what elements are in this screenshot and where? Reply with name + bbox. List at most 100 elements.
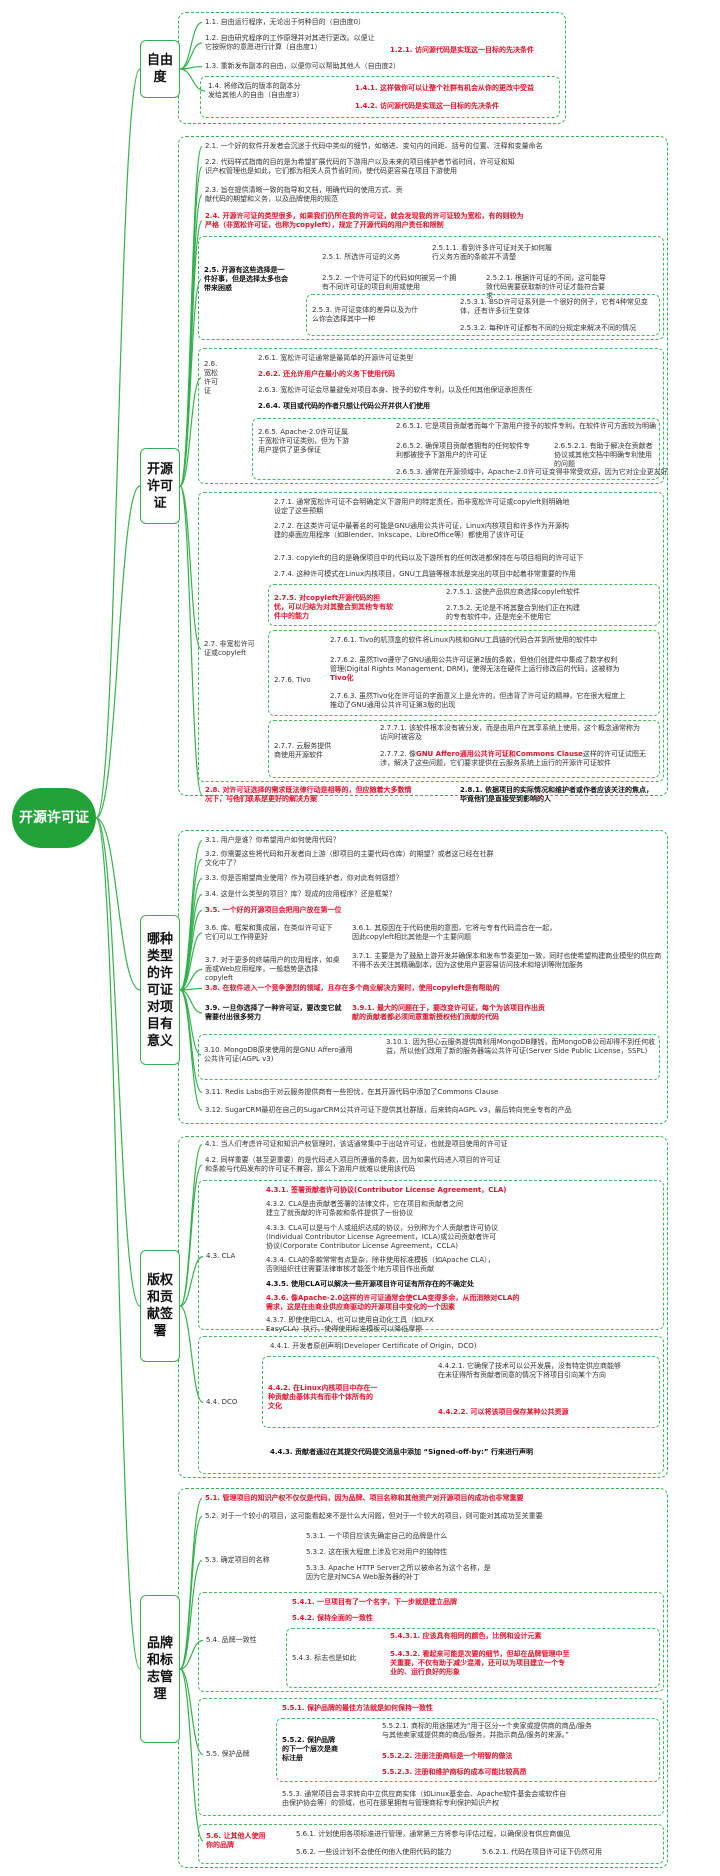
node-2-7[interactable]: 2.7. 非宽松许可证或copyleft (204, 640, 255, 657)
node-4-3-2[interactable]: 4.3.2. CLA是由贡献者签署的法律文件，它在项目和贡献者之间建立了就贡献的… (266, 1200, 463, 1217)
node-3-12[interactable]: 3.12. SugarCRM最初在自己的SugarCRM公共许可证下提供其社群版… (205, 1106, 572, 1114)
node-3-7[interactable]: 3.7. 对于更多的终端用户的应用程序，如桌面或Web应用程序，一般趋势是选择c… (205, 956, 340, 982)
node-3-1[interactable]: 3.1. 用户是谁？你希望用户如何使用代码？ (205, 836, 340, 844)
node-2-7-7[interactable]: 2.7.7. 云服务提供商使用开源软件 (274, 742, 332, 759)
node-3-9[interactable]: 3.9. 一旦你选择了一种许可证，要改变它就需要付出很多努力 (205, 1004, 342, 1021)
chapter-3-node[interactable]: 哪种类型的许可证对项目有意义 (140, 915, 180, 1065)
node-3-2[interactable]: 3.2. 你需要这些将代码和开发者向上游（即项目的主要代码仓库）的期望？或者这已… (205, 850, 494, 867)
node-2-6[interactable]: 2.6. 宽松许可证 (204, 360, 218, 395)
node-2-6-3[interactable]: 2.6.3. 宽松许可证会尽量避免对项目本身、授予的软件专利，以及任何其他保证承… (258, 386, 533, 394)
node-5-5-2-2[interactable]: 5.5.2.2. 注册注册商标是一个明智的做法 (382, 1752, 513, 1760)
node-3-10[interactable]: 3.10. MongoDB原来使用的是GNU Affero通用公共许可证(AGP… (204, 1046, 353, 1063)
node-2-7-3[interactable]: 2.7.3. copyleft的目的是确保项目中的代码以及下游所有的任何改进都保… (274, 554, 584, 562)
node-3-6-1[interactable]: 3.6.1. 其原因在于代码使用的意图，它将与专有代码混合在一起，因此copyl… (352, 924, 557, 941)
node-4-3-4[interactable]: 4.3.4. CLA的条款常常有点复杂，除非使用标准模板（如Apache CLA… (266, 1256, 495, 1273)
node-1-3[interactable]: 1.3. 重新发布副本的自由，以便你可以帮助其他人（自由度2） (205, 62, 401, 70)
node-4-3-5[interactable]: 4.3.5. 使用CLA可以解决一些开源项目许可证有所存在的不确定处 (266, 1280, 475, 1288)
node-3-3[interactable]: 3.3. 你是否期望商业使用？作为项目维护者，你对此有何感想？ (205, 874, 403, 882)
chapter-1-node[interactable]: 自由度 (140, 40, 180, 98)
node-1-4-1[interactable]: 1.4.1. 这样做你可以让整个社群有机会从你的更改中受益 (355, 84, 535, 92)
node-2-2[interactable]: 2.2. 代码样式指南的目的是为希望扩展代码的下游用户以及未来的项目维护者节省时… (205, 158, 515, 175)
node-2-5-2-1[interactable]: 2.5.2.1. 根据许可证的不同，这可能导致代码需要获取新的许可证才能符合要求 (486, 274, 606, 300)
node-5-5-3[interactable]: 5.5.3. 通常项目会寻求转向中立供应商实体（如Linux基金会、Apache… (282, 1790, 567, 1807)
node-2-3[interactable]: 2.3. 旨在提供清晰一致的指导和文档，明确代码的使用方式、贡献代码的期望和义务… (205, 186, 403, 203)
node-3-7-1[interactable]: 3.7.1. 主要是为了鼓励上游开发并确保本和发布节奏更加一致，同时也使希望构建… (352, 952, 662, 969)
node-3-8[interactable]: 3.8. 在软件进入一个竞争激烈的领域，且存在多个商业解决方案时，使用copyl… (205, 984, 500, 992)
node-5-5[interactable]: 5.5. 保护品牌 (206, 1750, 250, 1758)
node-2-5[interactable]: 2.5. 开源有这些选择是一件好事，但是选择太多也会带来困惑 (204, 266, 288, 292)
node-5-3-3[interactable]: 5.3.3. Apache HTTP Server之所以被命名为这个名称，是因为… (306, 1564, 491, 1581)
node-2-5-1-1[interactable]: 2.5.1.1. 看到许多许可证对关于如何履行义务方面的条款并不清楚 (432, 244, 552, 261)
node-2-7-6-3[interactable]: 2.7.6.3. 虽然Tivo化在许可证的字面意义上是允许的，但违背了许可证的精… (330, 692, 626, 709)
node-5-6[interactable]: 5.6. 让其他人使用你的品牌 (206, 1832, 266, 1849)
node-3-9-1[interactable]: 3.9.1. 最大的问题在于，要改变许可证，每个为该项目作出贡献的贡献者都必须同… (352, 1004, 546, 1021)
node-2-7-4[interactable]: 2.7.4. 这种许可模式在Linux内核项目，GNU工具链等根本就是突出的项目… (274, 570, 576, 578)
node-2-5-1[interactable]: 2.5.1. 所选许可证的义务 (322, 253, 401, 261)
node-4-3-7[interactable]: 4.3.7. 即使使用CLA，也可以使用自动化工具（如LFX EasyCLA）执… (266, 1316, 434, 1333)
node-2-6-5-2[interactable]: 2.6.5.2. 确保项目贡献者拥有的任何软件专利都被授予下游用户的许可证 (396, 442, 530, 459)
node-2-5-3-1[interactable]: 2.5.3.1. BSD许可证系列是一个很好的例子，它有4种常见变体，还有许多衍… (460, 298, 648, 315)
node-2-7-5[interactable]: 2.7.5. 对copyleft开源代码的担忧，可以归结为对其整合到其他专有软件… (274, 594, 393, 620)
node-2-7-5-2[interactable]: 2.7.5.2. 无论是不将其整合到他们正在构建的专有软件中，还是完全不使用它 (446, 604, 580, 621)
node-4-3-6[interactable]: 4.3.6. 像Apache-2.0这样的许可证通常会使CLA变得多余，从而消除… (266, 1294, 520, 1311)
node-4-4-3[interactable]: 4.4.3. 贡献者通过在其提交代码提交消息中添加 “Signed-off-by… (270, 1448, 533, 1456)
node-1-2-1[interactable]: 1.2.1. 访问源代码是实现这一目标的先决条件 (390, 46, 535, 54)
node-5-5-2-3[interactable]: 5.5.2.3. 注册和维护商标的成本可能比较高昂 (382, 1768, 527, 1776)
node-2-7-7-2[interactable]: 2.7.7.2. 像GNU Affero通用公共许可证和Commons Clau… (380, 750, 656, 768)
node-4-4-2-1[interactable]: 4.4.2.1. 它确保了技术可以公开发展，没有特定供应商能够在未征得所有贡献者… (438, 1362, 621, 1379)
node-2-7-6[interactable]: 2.7.6. Tivo (274, 676, 311, 684)
node-5-4-3[interactable]: 5.4.3. 标志也是如此 (292, 1654, 357, 1662)
node-5-3-1[interactable]: 5.3.1. 一个项目应该先确定自己的品牌是什么 (306, 1532, 448, 1540)
node-4-3-3[interactable]: 4.3.3. CLA可以是与个人或组织达成的协议，分别称为个人贡献者许可协议(I… (266, 1224, 498, 1250)
node-5-4-3-2[interactable]: 5.4.3.2. 看起来可能是次要的细节，但却在品牌管理中至关重要，不仅有助于减… (390, 1650, 570, 1676)
node-5-4-3-1[interactable]: 5.4.3.1. 应该具有相同的颜色，比例和设计元素 (390, 1632, 542, 1640)
node-2-7-1[interactable]: 2.7.1. 通常宽松许可证不会明确定义下游用户的特定责任，而非宽松许可证或co… (274, 498, 570, 515)
node-5-6-1[interactable]: 5.6.1. 计划使用各项标准进行管理，通常第三方将参与评估过程，以确保没有供应… (296, 1830, 571, 1838)
node-4-4-2-2[interactable]: 4.4.2.2. 可以将该项目保存某种公共资源 (438, 1408, 569, 1416)
node-4-3[interactable]: 4.3. CLA (206, 1252, 236, 1260)
node-2-1[interactable]: 2.1. 一个好的软件开发者会沉迷于代码中类似的细节，如缩进、变句内的间距、括号… (205, 142, 543, 150)
node-5-6-2-1[interactable]: 5.6.2.1. 代码在项目许可证下仍然可用 (482, 1848, 602, 1856)
node-4-2[interactable]: 4.2. 同样重要（甚至更重要）的是代码进入项目所遵循的条款，因为如果代码进入项… (205, 1156, 501, 1173)
node-5-4[interactable]: 5.4. 品牌一致性 (206, 1636, 257, 1644)
node-2-7-7-1[interactable]: 2.7.7.1. 该软件根本没有被分发，而是由用户在其享系统上使用，这个概念通常… (380, 724, 640, 741)
node-5-5-2[interactable]: 5.5.2. 保护品牌的下一个层次是商标注册 (282, 1736, 338, 1762)
node-5-4-2[interactable]: 5.4.2. 保持全面的一致性 (292, 1614, 374, 1622)
chapter-4-node[interactable]: 版权和贡献签署 (140, 1250, 180, 1362)
node-5-2[interactable]: 5.2. 对于一个较小的项目，这可能看起来不是什么大问题，但对于一个较大的项目，… (205, 1512, 543, 1520)
node-3-5[interactable]: 3.5. 一个好的开源项目会把用户放在第一位 (205, 906, 342, 914)
node-4-4[interactable]: 4.4. DCO (206, 1398, 238, 1406)
chapter-5-node[interactable]: 品牌和标志管理 (140, 1595, 180, 1743)
node-5-1[interactable]: 5.1. 管理项目的知识产权不仅仅是代码，因为品牌、项目名称和其他资产对开源项目… (205, 1494, 524, 1502)
node-5-3[interactable]: 5.3. 确定项目的名称 (205, 1556, 270, 1564)
node-2-8[interactable]: 2.8. 对许可证选择的需求既法律行动是相等的，但应随着大多数情况下，与他们联系… (205, 786, 412, 803)
node-2-5-2[interactable]: 2.5.2. 一个许可证下的代码如何被另一个拥有不同许可证的项目利用或使用 (322, 274, 457, 291)
node-2-7-5-1[interactable]: 2.7.5.1. 这使产品供应商选择copyleft软件 (446, 588, 580, 596)
node-2-5-3-2[interactable]: 2.5.3.2. 每种许可证都有不同的分规定来解决不同的情况 (460, 324, 636, 332)
node-2-6-5-2-1[interactable]: 2.6.5.2.1. 有助于解决在贡献者协议或其他文档中明确专利使用的问题 (554, 442, 653, 468)
node-5-6-2[interactable]: 5.6.2. 一些设计划不会使任何他人使用代码的能力 (296, 1848, 452, 1856)
node-4-4-1[interactable]: 4.4.1. 开发者原创声明(Developer Certificate of … (270, 1342, 477, 1350)
node-2-6-5[interactable]: 2.6.5. Apache-2.0许可证属于宽松许可证类别，但为下游用户提供了更… (258, 428, 349, 454)
node-2-7-6-1[interactable]: 2.7.6.1. Tivo的机顶盒的软件将Linux内核和GNU工具链的代码合并… (330, 636, 598, 644)
node-3-10-1[interactable]: 3.10.1. 因为担心云服务提供商利用MongoDB赚钱，而MongoDB公司… (386, 1038, 656, 1055)
node-4-1[interactable]: 4.1. 当人们考虑许可证和知识产权管理时，该话通常集中于出站许可证，也就是项目… (205, 1140, 508, 1148)
chapter-2-node[interactable]: 开源许可证 (140, 448, 180, 524)
node-2-4[interactable]: 2.4. 开源许可证的类型很多，如果我们仍所在我的许可证，就会发现我的许可证较为… (205, 212, 524, 229)
node-3-11[interactable]: 3.11. Redis Labs由于对云服务提供商有一些担忧，在其开源代码中添加… (205, 1088, 499, 1096)
node-2-6-5-1[interactable]: 2.6.5.1. 它是项目贡献者而每个下游用户授予的软件专利，在软件许可方面较为… (396, 422, 656, 430)
node-3-6[interactable]: 3.6. 库、框架和集成层，在类似许可证下它们可以工作得更好 (205, 924, 333, 941)
node-2-7-6-2[interactable]: 2.7.6.2. 虽然Tivo遵守了GNU通用公共许可证第2版的条款，但他们创建… (330, 656, 620, 683)
node-3-4[interactable]: 3.4. 这是什么类型的项目？库？现成的应用程序？还是框架？ (205, 890, 396, 898)
node-2-7-2[interactable]: 2.7.2. 在这类许可证中最著名的可能是GNU通用公共许可证，Linux内核项… (274, 522, 569, 539)
node-1-4-2[interactable]: 1.4.2. 访问源代码是实现这一目标的先决条件 (355, 102, 500, 110)
node-2-6-5-3[interactable]: 2.6.5.3. 通常在开源领域中，Apache-2.0许可证变得非常受欢迎，因… (396, 468, 668, 476)
node-2-8-1[interactable]: 2.8.1. 依据项目的实际情况和维护者或作者应该关注的焦点，毕竟他们是直接受到… (460, 786, 654, 803)
root-node[interactable]: 开源许可证 (12, 788, 96, 848)
node-2-6-4[interactable]: 2.6.4. 项目或代码的作者只想让代码公开并供人们使用 (258, 402, 431, 410)
node-2-6-1[interactable]: 2.6.1. 宽松许可证通常是最简单的开源许可证类型 (258, 354, 414, 362)
node-4-4-2[interactable]: 4.4.2. 在Linux内核项目中存在一种贡献由基体共有而非个体所有的文化 (268, 1384, 378, 1410)
node-1-2[interactable]: 1.2. 自由研究程序的工作原理并对其进行更改。以便让它按照你的意愿进行计算（自… (205, 34, 375, 51)
node-2-6-2[interactable]: 2.6.2. 还允许用户在最小的义务下使用代码 (258, 370, 396, 378)
node-5-5-1[interactable]: 5.5.1. 保护品牌的最佳方法就是如何保持一致性 (282, 1704, 434, 1712)
